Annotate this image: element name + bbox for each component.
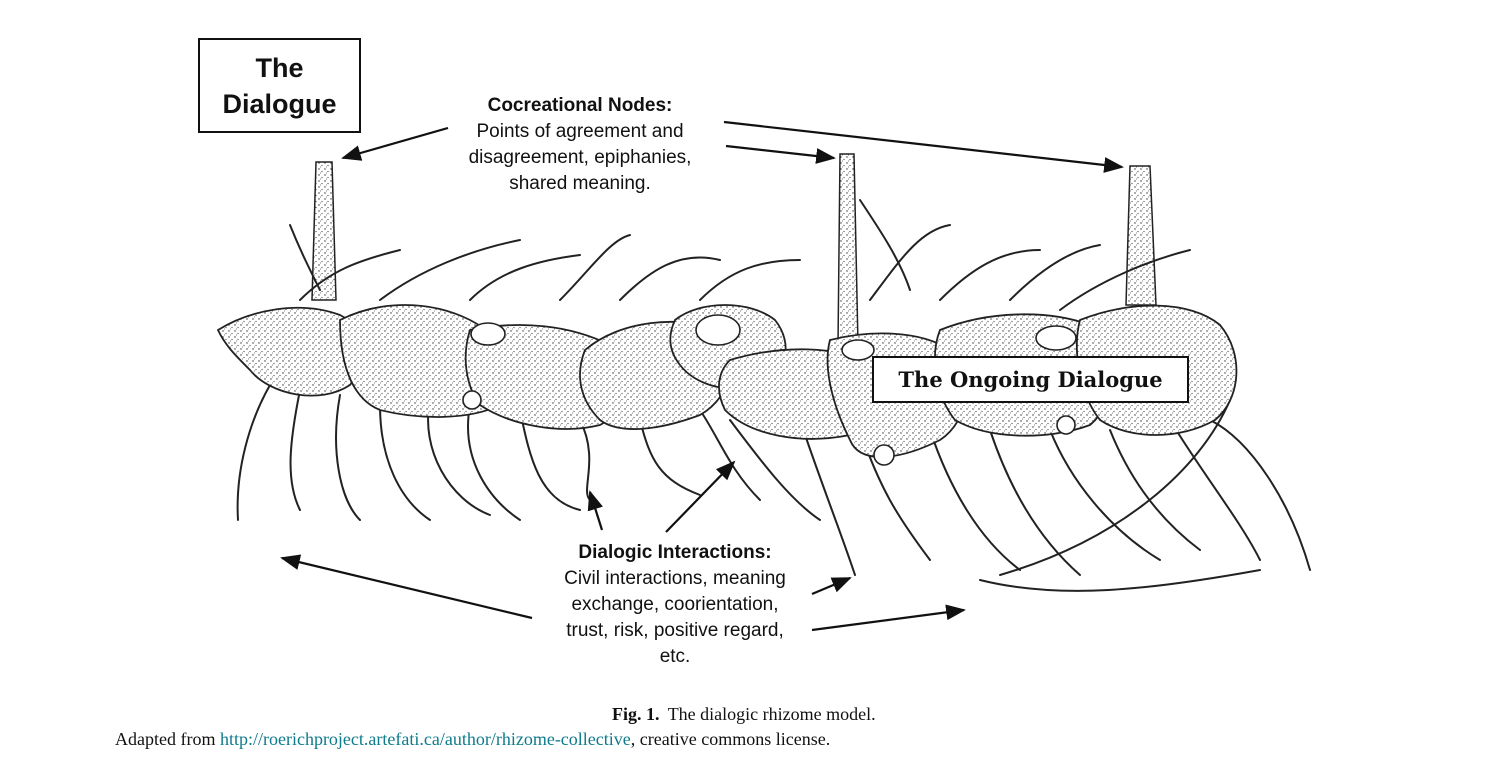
figure-caption: Fig. 1. The dialogic rhizome model. [612, 704, 876, 725]
callout-arrows [280, 120, 1124, 632]
arrow-to-right-stem [723, 120, 1124, 173]
arrow-to-root-center [665, 460, 736, 533]
credit-prefix: Adapted from [115, 729, 216, 749]
arrow-to-root-center-left [587, 490, 604, 531]
rhizome-buds [462, 314, 1077, 466]
nodes-line: disagreement, epiphanies, [468, 147, 692, 168]
arrow-to-root-left-bottom [280, 554, 533, 620]
ongoing-dialogue-label: The Ongoing Dialogue [872, 356, 1189, 403]
interactions-line: etc. [659, 646, 691, 667]
figure-label: Fig. 1. [612, 704, 660, 724]
dialogic-interactions-callout: Dialogic Interactions: Civil interaction… [520, 540, 830, 670]
credit-suffix: , creative commons license. [630, 729, 831, 749]
credit-line: Adapted from http://roerichproject.artef… [115, 729, 830, 750]
arrow-to-left-stem [341, 126, 449, 161]
arrow-to-middle-stem [725, 144, 836, 164]
interactions-line: trust, risk, positive regard, [566, 620, 784, 641]
figure-title: The dialogic rhizome model. [667, 704, 876, 724]
interactions-line: Civil interactions, meaning [564, 568, 786, 589]
interactions-line: exchange, coorientation, [571, 594, 779, 615]
arrow-to-root-right [811, 576, 852, 596]
stems [311, 153, 1157, 346]
stem-right [1125, 165, 1157, 306]
roots [236, 199, 1311, 592]
credit-link[interactable]: http://roerichproject.artefati.ca/author… [219, 729, 631, 749]
interactions-heading: Dialogic Interactions: [578, 542, 772, 563]
arrow-to-root-far-right [811, 604, 966, 632]
title-line-1: The [255, 53, 304, 83]
title-line-2: Dialogue [222, 89, 337, 119]
stem-left [311, 161, 337, 301]
stem-middle [837, 153, 859, 346]
cocreational-nodes-callout: Cocreational Nodes: Points of agreement … [430, 93, 730, 197]
nodes-heading: Cocreational Nodes: [487, 95, 673, 116]
nodes-line: Points of agreement and [476, 121, 684, 142]
title-box: The Dialogue [198, 38, 361, 133]
nodes-line: shared meaning. [509, 173, 651, 194]
